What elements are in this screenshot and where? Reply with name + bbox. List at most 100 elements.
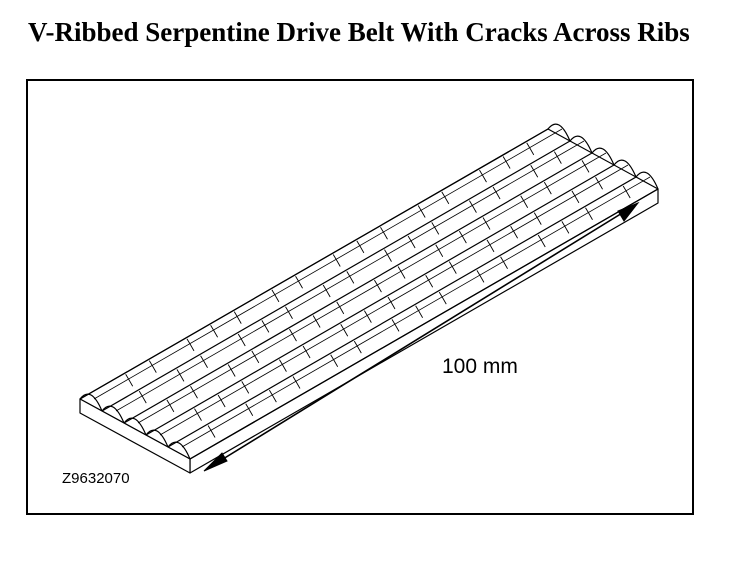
rib-crack: [502, 156, 511, 169]
rib-crack: [435, 244, 444, 257]
rib-crack: [520, 195, 529, 208]
rib-crack: [492, 186, 501, 200]
rib-profile: [635, 171, 659, 190]
rib-crack: [194, 408, 202, 421]
rib-profile: [591, 147, 615, 166]
rib-crack: [469, 200, 477, 213]
rib-crack: [387, 296, 396, 310]
rib-crack: [622, 185, 631, 199]
rib-crack: [138, 390, 147, 404]
rib-crack: [479, 169, 487, 183]
rib-crack: [363, 310, 372, 323]
rib-crack: [289, 328, 297, 342]
rib-crack: [571, 190, 580, 204]
page-title: V-Ribbed Serpentine Drive Belt With Crac…: [28, 17, 690, 47]
rib-crack: [486, 239, 495, 253]
rib-ridge: [123, 152, 593, 424]
dimension-arrow: [203, 201, 640, 472]
rib-crack: [200, 355, 208, 368]
rib-crack: [312, 315, 321, 328]
rib-crack: [458, 230, 467, 244]
rib-crack: [217, 394, 226, 408]
rib-crack: [374, 279, 382, 293]
rib-crack: [530, 165, 539, 178]
belt-end-face: [79, 398, 191, 474]
rib-crack: [500, 256, 508, 269]
rib-crack: [340, 324, 349, 337]
rib-crack: [380, 227, 388, 240]
rib-crack: [407, 235, 416, 249]
rib-crack: [207, 425, 216, 438]
rib-ridge: [145, 164, 615, 436]
rib-crack: [391, 319, 400, 332]
rib-crack: [441, 191, 450, 205]
rib-crack: [510, 226, 519, 239]
dimension-label: 100 mm: [442, 355, 518, 378]
rib-profile: [123, 417, 147, 436]
rib-profile: [101, 405, 125, 424]
rib-crack: [322, 284, 331, 298]
rib-crack: [186, 338, 195, 352]
rib-ridge: [189, 188, 659, 460]
belt-illustration: [79, 123, 659, 474]
rib-crack: [353, 340, 362, 354]
rib-crack: [210, 325, 219, 338]
rib-crack: [292, 376, 301, 389]
rib-crack: [251, 350, 260, 364]
rib-crest: [93, 128, 563, 400]
rib-crack: [190, 386, 198, 399]
rib-crack: [595, 177, 603, 190]
rib-profile: [79, 393, 103, 412]
rib-crack: [356, 240, 365, 254]
rib-profile: [613, 159, 637, 178]
rib-crack: [482, 217, 491, 230]
rib-crack: [543, 181, 552, 195]
rib-profile: [167, 441, 191, 460]
rib-ridge: [167, 176, 637, 448]
rib-crack: [438, 291, 447, 305]
rib-crack: [125, 374, 134, 387]
rib-crack: [148, 360, 157, 373]
rib-crack: [476, 270, 485, 283]
rib-crack: [585, 207, 593, 220]
rib-crack: [237, 333, 246, 347]
rib-crack: [417, 205, 426, 218]
rib-crack: [302, 345, 311, 359]
rib-crack: [241, 381, 250, 394]
rib-profile: [145, 429, 169, 448]
rib-crack: [346, 271, 355, 284]
serpentine-belt: [79, 123, 659, 474]
rib-crack: [332, 254, 341, 267]
rib-profile: [547, 123, 571, 142]
rib-crack: [245, 403, 254, 416]
rib-crack: [271, 289, 280, 303]
rib-crack: [295, 276, 303, 289]
rib-crack: [537, 234, 546, 248]
rib-crack: [533, 212, 542, 225]
rib-crack: [526, 142, 535, 156]
rib-crack: [448, 261, 457, 274]
rib-crack: [336, 301, 345, 315]
rib-crack: [431, 222, 440, 235]
rib-crack: [285, 306, 293, 319]
rib-crack: [561, 221, 570, 234]
rib-crack: [415, 305, 424, 318]
rib-crack: [268, 389, 277, 403]
belt-top-surface: [79, 128, 659, 460]
rib-ridge: [101, 140, 571, 412]
rib-crack: [261, 320, 270, 333]
rib-crack: [166, 399, 175, 413]
rib-crack: [233, 311, 242, 324]
rib-crack: [384, 249, 392, 262]
rib-crack: [581, 160, 590, 173]
rib-crack: [425, 275, 434, 288]
rib-crack: [279, 359, 287, 372]
rib-ridge: [79, 128, 549, 400]
figure-id: Z9632070: [62, 470, 130, 487]
figure-frame: 100 mm Z9632070: [26, 79, 694, 515]
rib-profile: [569, 135, 593, 154]
rib-crack: [553, 151, 562, 164]
rib-crest: [181, 176, 651, 448]
rib-crest: [159, 164, 629, 436]
rib-crack: [330, 354, 339, 367]
